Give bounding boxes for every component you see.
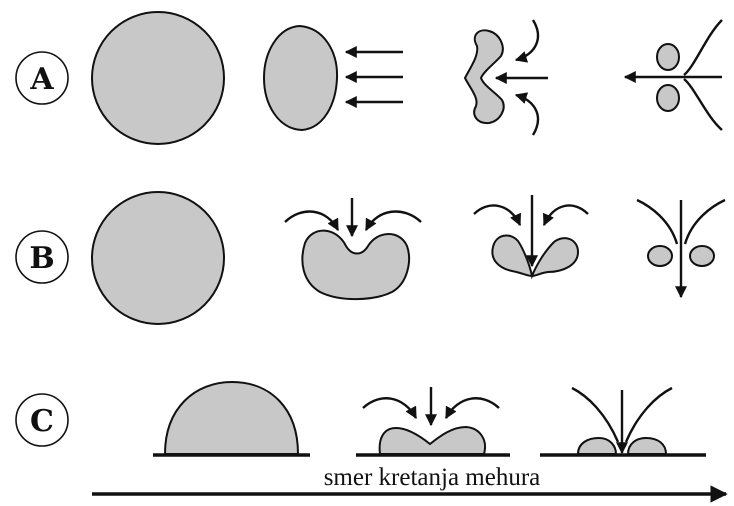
row-a-bubble-indented bbox=[465, 30, 504, 123]
row-b-bubble-jet bbox=[492, 235, 578, 276]
row-label-a: A bbox=[16, 52, 68, 104]
row-letter-b: B bbox=[29, 241, 54, 276]
row-a-bubble-initial bbox=[92, 12, 224, 144]
row-b-final-flow bbox=[637, 200, 725, 297]
row-b-dent-arrows bbox=[285, 198, 421, 236]
row-a-jet-arrows bbox=[496, 20, 548, 135]
row-c-bubble-dented bbox=[380, 427, 485, 454]
row-a-final-flow bbox=[625, 20, 722, 130]
motion-direction-caption: smer kretanja mehura bbox=[324, 464, 541, 491]
row-letter-a: A bbox=[29, 62, 54, 97]
row-c-bubble-hemisphere bbox=[165, 382, 298, 454]
row-label-c: C bbox=[16, 394, 68, 446]
row-a-bubble-flattened bbox=[264, 26, 337, 130]
row-c-dent-arrows bbox=[363, 387, 499, 425]
row-b-bubble-dented bbox=[302, 231, 409, 300]
row-b-bubble-initial bbox=[92, 192, 224, 324]
row-label-b: B bbox=[16, 231, 68, 283]
row-a-pressure-arrows bbox=[346, 52, 403, 102]
row-letter-c: C bbox=[30, 404, 54, 439]
